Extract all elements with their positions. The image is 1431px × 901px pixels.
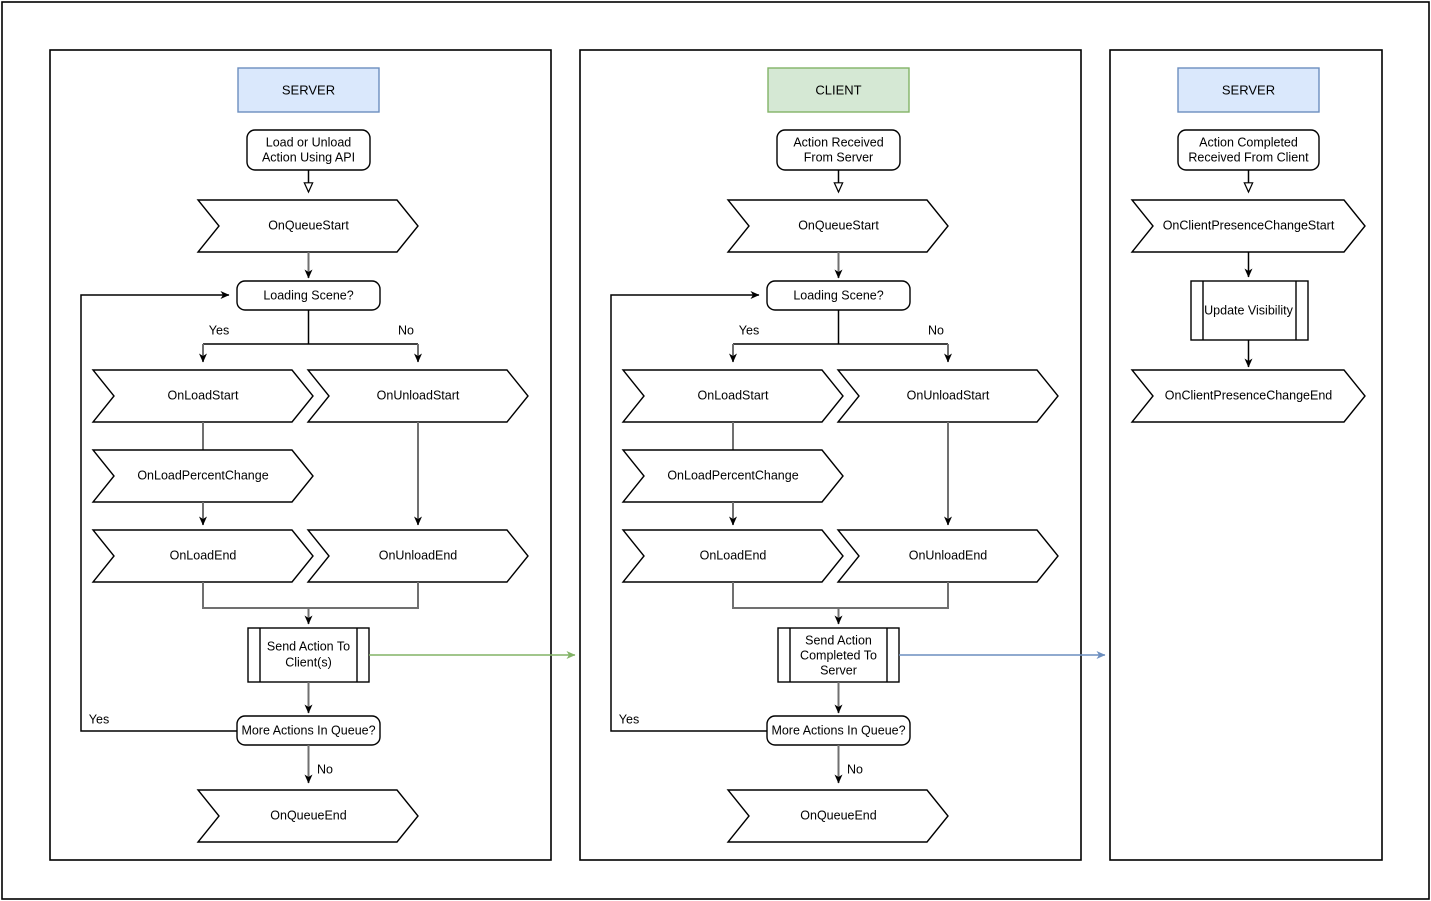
node-client-onunloadstart-label: OnUnloadStart	[907, 388, 990, 402]
edge-label-loop-yes: Yes	[89, 712, 109, 726]
edge-label-yes-branch: Yes	[209, 323, 229, 337]
node-decision-more-actions-label: More Actions In Queue?	[241, 723, 375, 737]
lane-header-server-left-label: SERVER	[282, 82, 335, 97]
node-client-onloadpercentchange-label: OnLoadPercentChange	[667, 468, 798, 482]
node-send-action-to-clients-line1: Send Action To	[267, 639, 350, 653]
node-onqueuestart[interactable]	[196, 199, 419, 253]
edge-label-client-final-no: No	[847, 762, 863, 776]
node-send-action-completed-line3: Server	[820, 663, 857, 677]
lane-header-client-label: CLIENT	[815, 82, 861, 97]
node-onloadpercentchange-label: OnLoadPercentChange	[137, 468, 268, 482]
node-onqueueend-label: OnQueueEnd	[270, 808, 346, 822]
node-action-completed-received-line1: Action Completed	[1199, 135, 1298, 149]
edge-merge-ends	[202, 582, 419, 609]
node-onqueuestart-label: OnQueueStart	[268, 218, 349, 232]
node-client-onloadpercentchange[interactable]	[621, 449, 844, 503]
node-onunloadstart-label: OnUnloadStart	[377, 388, 460, 402]
edge-label-final-no: No	[317, 762, 333, 776]
node-onclientpresencechangeend-label: OnClientPresenceChangeEnd	[1165, 388, 1333, 402]
node-client-start-line1: Action Received	[793, 135, 883, 149]
node-onloadstart[interactable]	[91, 369, 314, 423]
node-send-action-to-clients-line2: Client(s)	[285, 655, 332, 669]
node-client-decision-loading-scene-label: Loading Scene?	[793, 288, 883, 302]
node-onclientpresencechangestart-label: OnClientPresenceChangeStart	[1163, 218, 1335, 232]
node-client-onqueueend-label: OnQueueEnd	[800, 808, 876, 822]
lane-header-server-right	[1177, 67, 1320, 113]
node-start-load-unload-line1: Load or Unload	[266, 135, 352, 149]
edge-loading-split	[203, 310, 418, 345]
node-start-load-unload-line2: Action Using API	[262, 150, 355, 164]
node-send-action-completed-line1: Send Action	[805, 633, 872, 647]
node-onqueueend[interactable]	[196, 789, 419, 843]
node-send-action-completed-to-server[interactable]	[777, 627, 900, 683]
edge-label-client-no-branch: No	[928, 323, 944, 337]
node-onclientpresencechangeend[interactable]	[1130, 369, 1366, 423]
lane-server-left-content: SERVER Load or Unload Action Using API O…	[80, 67, 529, 843]
edge-client-loading-split	[733, 310, 948, 345]
node-client-onqueuestart-label: OnQueueStart	[798, 218, 879, 232]
node-onloadstart-label: OnLoadStart	[168, 388, 239, 402]
lane-client-content: CLIENT Action Received From Server OnQue…	[610, 67, 1059, 843]
node-client-start-line2: From Server	[804, 150, 873, 164]
node-onunloadend[interactable]	[306, 529, 529, 583]
edge-client-loopback-yes	[610, 291, 767, 732]
node-client-onloadend[interactable]	[621, 529, 844, 583]
node-client-onunloadstart[interactable]	[836, 369, 1059, 423]
lane-header-server-left	[237, 67, 380, 113]
node-client-onqueuestart[interactable]	[726, 199, 949, 253]
node-client-onunloadend-label: OnUnloadEnd	[909, 548, 988, 562]
node-client-onloadstart-label: OnLoadStart	[698, 388, 769, 402]
node-client-onqueueend[interactable]	[726, 789, 949, 843]
node-decision-loading-scene-label: Loading Scene?	[263, 288, 353, 302]
node-onloadend[interactable]	[91, 529, 314, 583]
lane-header-client	[767, 67, 910, 113]
node-client-onunloadend[interactable]	[836, 529, 1059, 583]
node-onunloadend-label: OnUnloadEnd	[379, 548, 458, 562]
lane-header-server-right-label: SERVER	[1222, 82, 1275, 97]
node-onloadpercentchange[interactable]	[91, 449, 314, 503]
edge-client-merge-ends	[732, 582, 949, 609]
edge-label-client-loop-yes: Yes	[619, 712, 639, 726]
node-client-decision-more-actions-label: More Actions In Queue?	[771, 723, 905, 737]
node-send-action-completed-line2: Completed To	[800, 648, 877, 662]
node-update-visibility-label: Update Visibility	[1204, 303, 1293, 317]
node-onunloadstart[interactable]	[306, 369, 529, 423]
edge-loopback-yes	[80, 291, 237, 732]
node-send-action-to-clients[interactable]	[247, 627, 370, 683]
node-onloadend-label: OnLoadEnd	[170, 548, 237, 562]
node-client-onloadend-label: OnLoadEnd	[700, 548, 767, 562]
node-action-completed-received-line2: Received From Client	[1188, 150, 1309, 164]
edge-label-no-branch: No	[398, 323, 414, 337]
node-update-visibility[interactable]	[1190, 280, 1309, 341]
node-onclientpresencechangestart[interactable]	[1130, 199, 1366, 253]
lane-server-right-content: SERVER Action Completed Received From Cl…	[1130, 67, 1366, 423]
lane-server-right	[1109, 49, 1383, 861]
node-client-onloadstart[interactable]	[621, 369, 844, 423]
edge-label-client-yes-branch: Yes	[739, 323, 759, 337]
